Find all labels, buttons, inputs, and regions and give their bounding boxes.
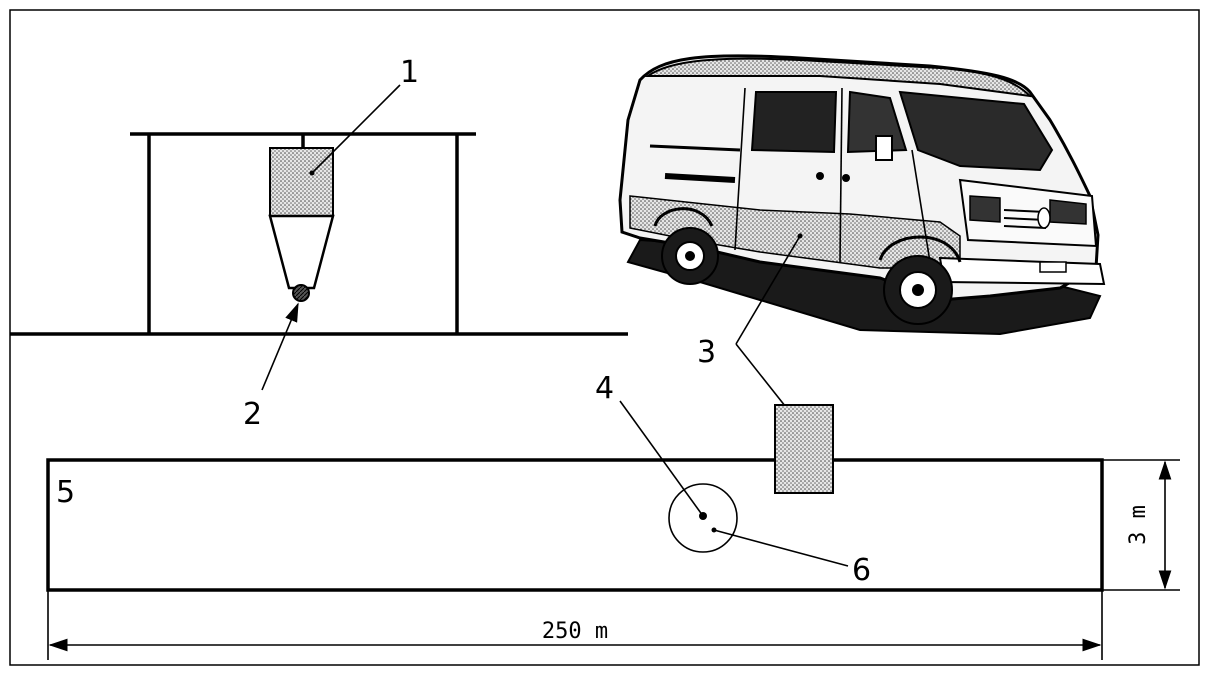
reservoir-plan bbox=[774, 404, 834, 494]
callout-4: 4 bbox=[595, 371, 704, 517]
callout-1-label: 1 bbox=[400, 55, 419, 90]
dimension-width: 3 m bbox=[1102, 459, 1180, 591]
callout-3-label: 3 bbox=[697, 335, 716, 370]
nozzle bbox=[292, 284, 310, 302]
test-strip bbox=[46, 458, 1104, 592]
callout-6-label: 6 bbox=[852, 553, 871, 588]
funnel bbox=[268, 214, 335, 290]
reservoir-box bbox=[269, 147, 334, 217]
sample-area bbox=[668, 483, 738, 553]
callout-2-label: 2 bbox=[243, 397, 262, 432]
dimension-length: 250 m bbox=[47, 590, 1103, 660]
callout-6: 6 bbox=[713, 529, 871, 588]
frame-border bbox=[9, 9, 1200, 666]
callout-5-label: 5 bbox=[56, 475, 75, 510]
gantry-detail bbox=[10, 132, 628, 336]
callout-1: 1 bbox=[309, 55, 419, 176]
callout-2: 2 bbox=[243, 302, 299, 432]
van-icon bbox=[618, 54, 1106, 336]
length-label: 250 m bbox=[542, 619, 608, 644]
callout-4-label: 4 bbox=[595, 371, 614, 406]
width-label: 3 m bbox=[1126, 505, 1151, 545]
